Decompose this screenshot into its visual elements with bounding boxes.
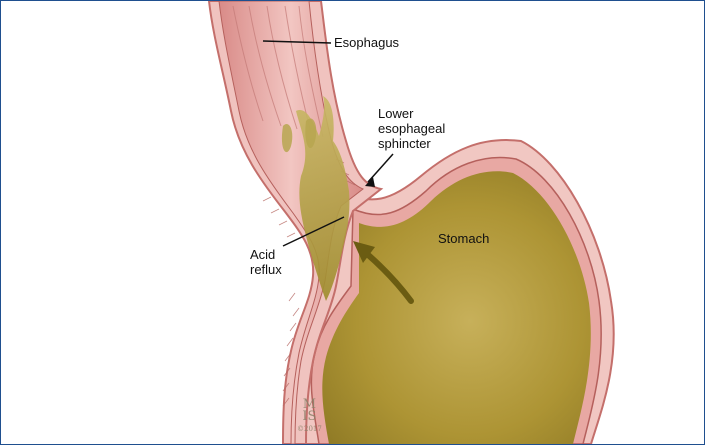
signature-monogram: M IS (297, 399, 322, 423)
label-acid-reflux: Acid reflux (250, 247, 282, 277)
artist-signature: M IS ©2017 (297, 399, 322, 435)
signature-year: ©2017 (297, 423, 322, 435)
label-stomach: Stomach (438, 231, 489, 246)
label-esophagus: Esophagus (334, 35, 399, 50)
label-lower-esophageal-sphincter: Lower esophageal sphincter (378, 106, 445, 151)
